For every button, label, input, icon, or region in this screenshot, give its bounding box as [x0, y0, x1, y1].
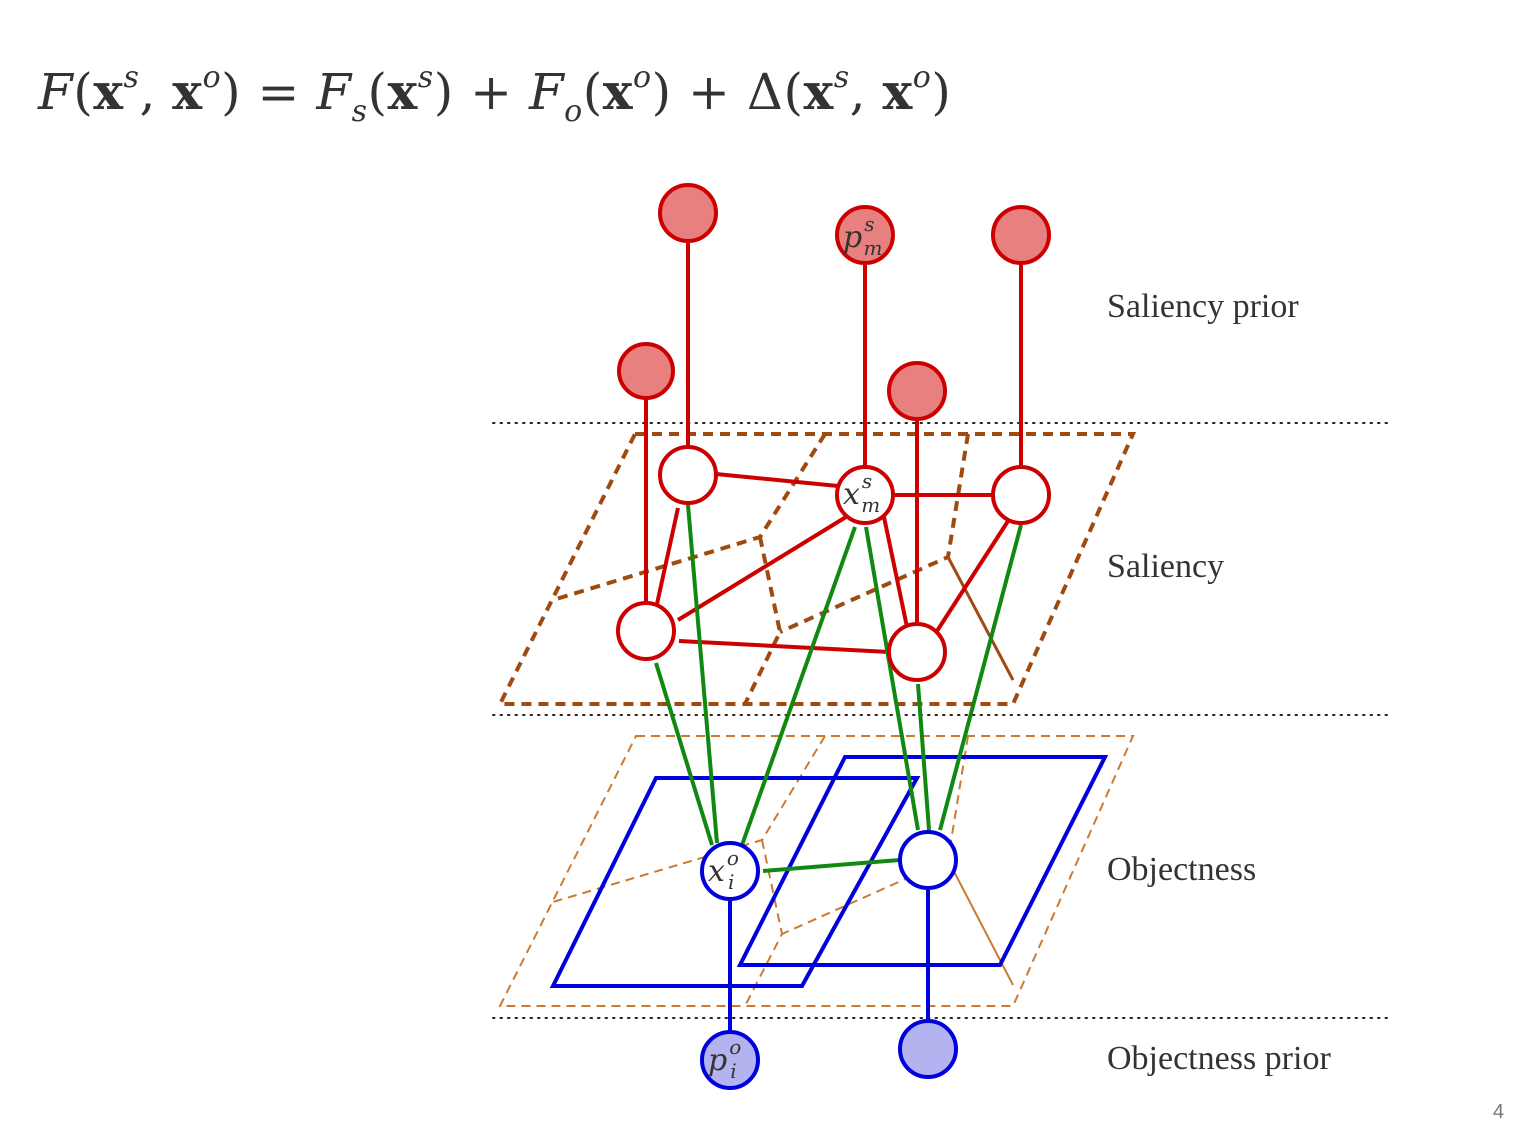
saliency-node[interactable] — [887, 622, 947, 682]
layer-label-objectness-prior: Objectness prior — [1107, 1040, 1331, 1077]
saliency-superpixel-boundary — [946, 556, 1015, 681]
eq-equals: = — [257, 63, 300, 121]
eq-var-x: x — [602, 62, 634, 121]
layer-separators — [492, 422, 1391, 1019]
cross-layer-edges — [654, 504, 1023, 873]
saliency-node[interactable] — [991, 465, 1051, 525]
saliency-grid — [496, 432, 1137, 706]
saliency-prior-nodes — [617, 183, 1051, 421]
objectness-prior-edges — [728, 890, 930, 1033]
saliency-node-x-m-s[interactable] — [835, 465, 895, 525]
eq-sup: o — [633, 60, 652, 95]
layer-label-objectness: Objectness — [1107, 851, 1257, 888]
saliency-prior-node[interactable] — [658, 183, 718, 243]
eq-var-x: x — [93, 62, 124, 121]
edge — [938, 524, 1023, 831]
page-number: 4 — [1492, 1101, 1504, 1123]
edge — [864, 526, 920, 831]
edge — [715, 472, 839, 488]
edge — [676, 515, 848, 622]
edge — [740, 526, 857, 846]
objectness-prior-node[interactable] — [898, 1019, 958, 1079]
object-proposal-box — [736, 755, 1109, 967]
saliency-prior-node-p-m-s[interactable] — [835, 205, 895, 265]
eq-var-x: x — [387, 62, 418, 121]
eq-func-F: F — [528, 63, 565, 121]
saliency-prior-node[interactable] — [991, 205, 1051, 265]
object-proposal-box — [549, 776, 921, 988]
objectness-node[interactable] — [898, 830, 958, 890]
edge — [686, 504, 719, 844]
eq-sub: s — [351, 94, 368, 129]
saliency-nodes — [616, 445, 1051, 682]
saliency-pairwise-edges — [655, 472, 1012, 654]
eq-func-F: F — [316, 63, 352, 121]
objectness-node-x-i-o[interactable] — [700, 841, 760, 901]
eq-delta: Δ — [746, 63, 784, 121]
saliency-node[interactable] — [616, 601, 676, 661]
eq-paren: ) — [931, 63, 952, 121]
eq-comma: , — [849, 63, 867, 121]
eq-sup: o — [912, 60, 932, 95]
eq-paren: ( — [367, 63, 388, 121]
eq-paren: ) — [651, 63, 672, 121]
eq-sup: s — [417, 60, 434, 95]
eq-func-F: F — [38, 63, 74, 121]
edge — [762, 858, 901, 873]
saliency-prior-node[interactable] — [617, 342, 675, 400]
saliency-prior-node[interactable] — [887, 361, 947, 421]
edge — [678, 639, 890, 654]
energy-equation: F(xs, xo) = Fs(xs) + Fo(xo) + Δ(xs, xo) — [38, 60, 952, 127]
eq-paren: ( — [73, 63, 94, 121]
objectness-proposals — [549, 755, 1109, 988]
eq-paren: ) — [221, 63, 242, 121]
edge — [655, 507, 680, 605]
layer-label-saliency-prior: Saliency prior — [1107, 288, 1299, 325]
eq-var-x: x — [882, 62, 913, 121]
edge — [916, 683, 931, 831]
layer-label-saliency: Saliency — [1107, 548, 1225, 585]
eq-sup: o — [202, 60, 222, 95]
eq-paren: ( — [783, 63, 804, 121]
saliency-prior-edges — [644, 241, 1023, 624]
eq-sub: o — [564, 94, 583, 129]
eq-var-x: x — [172, 62, 203, 121]
objectness-prior-nodes — [700, 1019, 958, 1090]
saliency-node[interactable] — [658, 445, 718, 505]
eq-paren: ( — [582, 63, 603, 121]
edge — [935, 516, 1012, 633]
eq-sup: s — [123, 60, 140, 95]
eq-var-x: x — [803, 62, 834, 121]
objectness-prior-node-p-i-o[interactable] — [700, 1030, 760, 1090]
eq-comma: , — [139, 63, 156, 121]
eq-plus: + — [688, 63, 731, 121]
edge — [654, 662, 714, 846]
eq-sup: s — [833, 60, 850, 95]
eq-paren: ) — [433, 63, 454, 121]
objectness-nodes — [700, 830, 958, 901]
eq-plus: + — [470, 63, 513, 121]
edge — [882, 516, 909, 628]
